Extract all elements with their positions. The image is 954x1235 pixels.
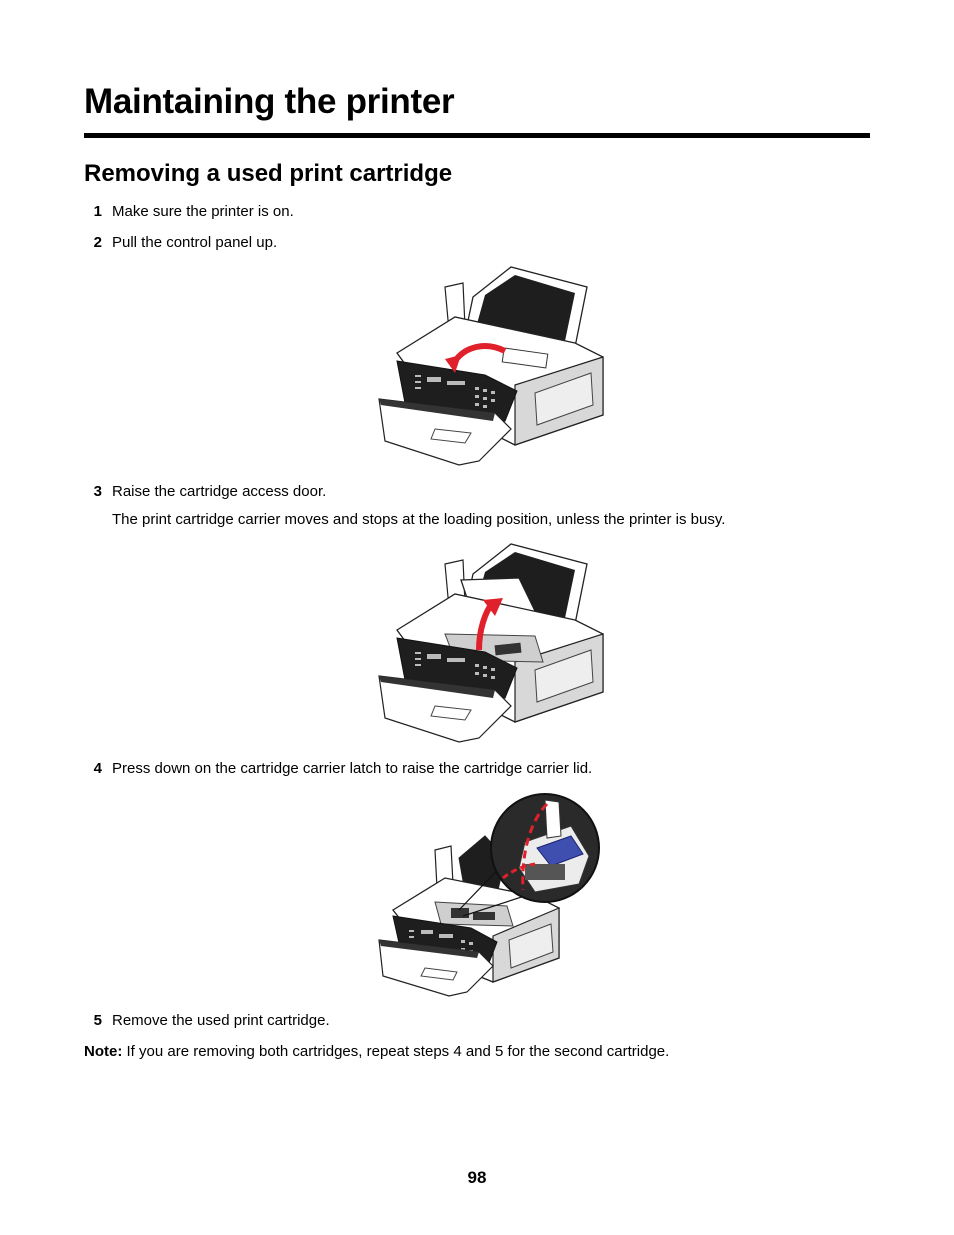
printer-figure-carrier-latch <box>378 793 600 997</box>
section-title: Removing a used print cartridge <box>84 160 453 187</box>
page-title: Maintaining the printer <box>84 82 455 121</box>
printer-figure-control-panel <box>378 266 604 466</box>
step-3-description: The print cartridge carrier moves and st… <box>112 511 726 528</box>
step-text: Make sure the printer is on. <box>112 203 294 220</box>
step-number: 4 <box>93 760 102 777</box>
step-number: 3 <box>93 483 102 500</box>
step-number: 2 <box>93 234 102 251</box>
step-number: 5 <box>93 1012 102 1029</box>
step-text: Raise the cartridge access door. <box>112 483 327 500</box>
note-label: Note: <box>84 1043 123 1060</box>
step-text: Pull the control panel up. <box>112 234 278 251</box>
page-number: 98 <box>467 1168 487 1187</box>
note: Note: If you are removing both cartridge… <box>84 1043 669 1061</box>
step-text: Remove the used print cartridge. <box>112 1012 330 1029</box>
title-rule <box>84 133 870 138</box>
printer-figure-access-door <box>378 543 604 743</box>
step-text: Press down on the cartridge carrier latc… <box>112 760 593 777</box>
step-number: 1 <box>93 203 102 220</box>
note-text: If you are removing both cartridges, rep… <box>122 1043 670 1060</box>
